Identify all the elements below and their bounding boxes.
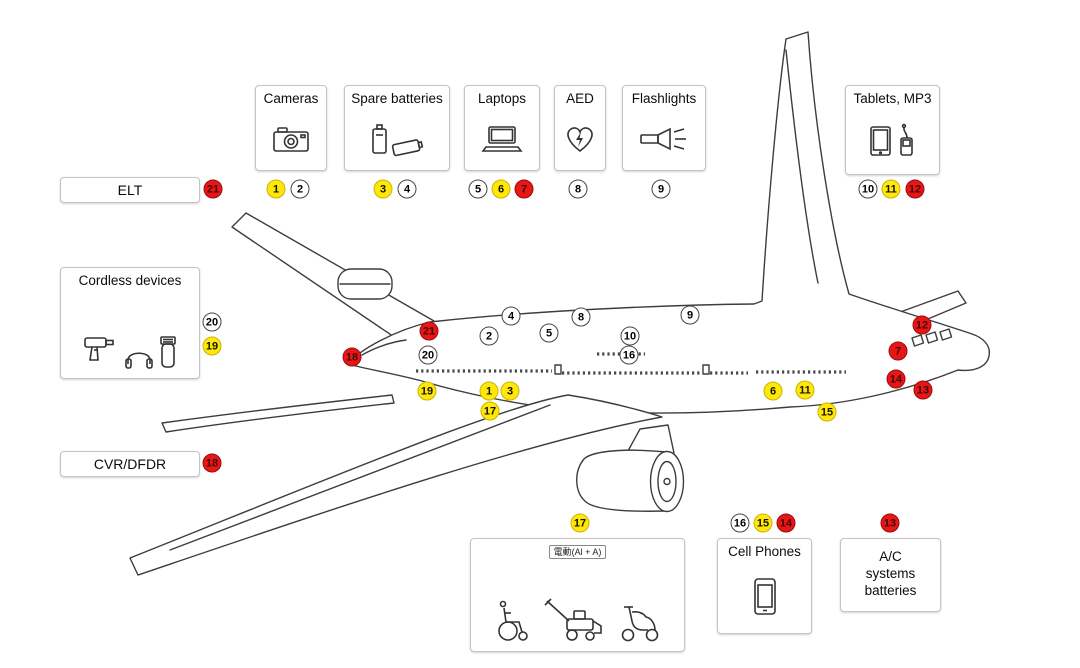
headphones-icon bbox=[125, 344, 153, 370]
door bbox=[555, 365, 561, 374]
near-wing-inner-line bbox=[170, 405, 550, 550]
legend-box-mobility-devices: 電動(Al + A) bbox=[470, 538, 685, 652]
legend-label-laptops: Laptops bbox=[477, 91, 527, 106]
laptop-icon bbox=[480, 125, 524, 153]
legend-box-laptops: Laptops bbox=[464, 85, 540, 171]
lawnmower-icon bbox=[543, 597, 605, 643]
aed-heart-icon bbox=[564, 124, 596, 154]
legend-label-ac-systems-batteries: A/C systems batteries bbox=[864, 549, 917, 598]
camera-icon bbox=[272, 125, 310, 153]
legend-label-spare-batteries: Spare batteries bbox=[351, 91, 443, 106]
engine-nacelle bbox=[577, 450, 666, 511]
cell-phone-icon-area bbox=[718, 560, 811, 633]
legend-box-spare-batteries: Spare batteries bbox=[344, 85, 450, 171]
legend-box-flashlights: Flashlights bbox=[622, 85, 706, 171]
legend-label-flashlights: Flashlights bbox=[631, 91, 697, 106]
near-wing bbox=[130, 395, 662, 575]
window-rows bbox=[416, 354, 846, 373]
lower-blade bbox=[162, 395, 394, 432]
legend-label-cordless-devices: Cordless devices bbox=[78, 273, 182, 288]
cell-phone-icon bbox=[752, 577, 778, 617]
scooter-icon bbox=[619, 599, 661, 643]
legend-box-cordless-devices: Cordless devices bbox=[60, 267, 200, 379]
legend-box-cameras: Cameras bbox=[255, 85, 327, 171]
legend-label-aed: AED bbox=[566, 91, 594, 106]
tablet-mp3-icons bbox=[869, 123, 917, 159]
drill-icon bbox=[83, 332, 119, 364]
engine-spinner bbox=[664, 479, 670, 485]
wheelchair-icon bbox=[495, 599, 529, 643]
legend-label-cvr-dfdr: CVR/DFDR bbox=[93, 455, 167, 472]
engine-fan bbox=[658, 462, 676, 502]
legend-label-cameras: Cameras bbox=[263, 91, 319, 106]
tablet-mp3-icon-area bbox=[846, 107, 939, 174]
flashlight-icon-area bbox=[623, 107, 705, 170]
cordless-icons-area bbox=[61, 289, 199, 378]
tail-slats bbox=[912, 329, 952, 346]
far-wing bbox=[232, 213, 434, 345]
legend-label-cell-phones: Cell Phones bbox=[728, 544, 801, 559]
fin-inner-line bbox=[786, 50, 818, 283]
legend-box-aed: AED bbox=[554, 85, 606, 171]
legend-label-tablets-mp3: Tablets, MP3 bbox=[853, 91, 932, 106]
door bbox=[703, 365, 709, 374]
camera-icon-area bbox=[256, 107, 326, 170]
shaver-icon bbox=[159, 334, 177, 370]
legend-box-ac-systems-batteries: A/C systems batteries bbox=[840, 538, 941, 612]
aed-icon-area bbox=[555, 107, 605, 170]
legend-box-elt: ELT bbox=[60, 177, 200, 203]
battery-icons bbox=[369, 121, 425, 157]
legend-box-cell-phones: Cell Phones bbox=[717, 538, 812, 634]
engine-ring bbox=[651, 452, 684, 512]
mobility-icons-area bbox=[471, 559, 684, 651]
legend-label-elt: ELT bbox=[117, 181, 143, 198]
engine-pylon bbox=[628, 425, 674, 453]
flashlight-icon bbox=[639, 125, 689, 153]
mobility-chip-label: 電動(Al + A) bbox=[548, 545, 607, 559]
cockpit-line bbox=[362, 340, 406, 355]
legend-box-cvr-dfdr: CVR/DFDR bbox=[60, 451, 200, 477]
laptop-icon-area bbox=[465, 107, 539, 170]
battery-icons-area bbox=[345, 107, 449, 170]
legend-box-tablets-mp3: Tablets, MP3 bbox=[845, 85, 940, 175]
